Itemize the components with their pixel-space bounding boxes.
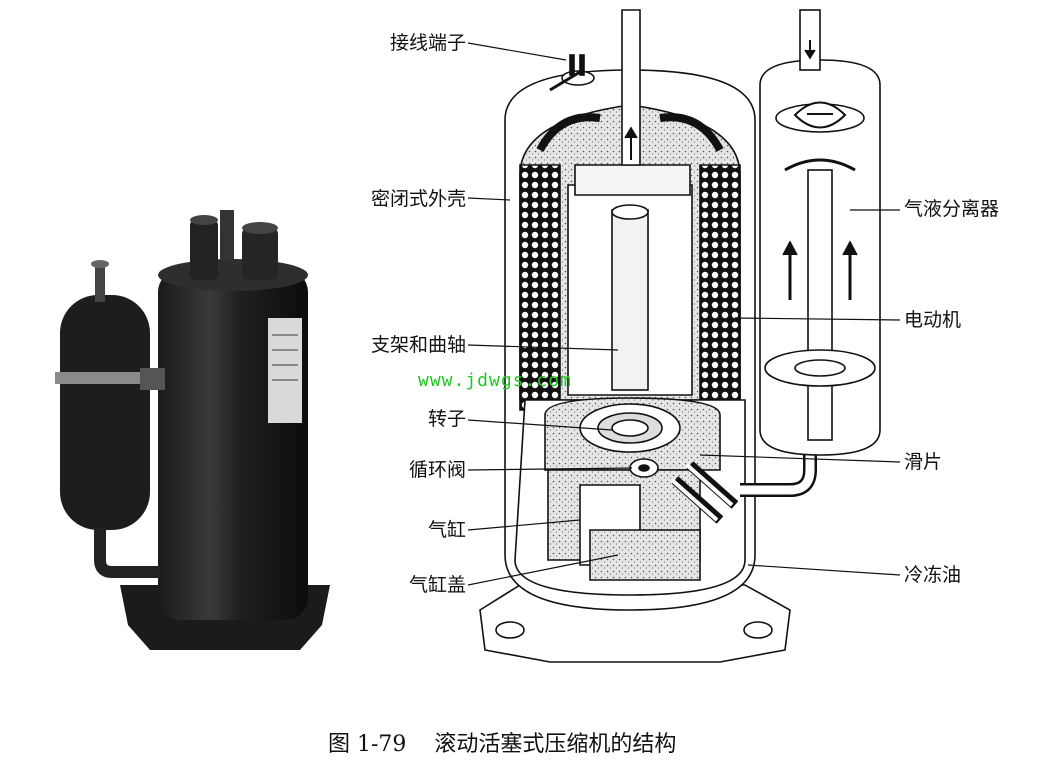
label-gas-liquid-separator: 气液分离器 <box>904 198 999 220</box>
watermark-text: www.jdwgs.com <box>418 370 572 391</box>
label-circulation-valve: 循环阀 <box>360 459 466 481</box>
label-slide-vane: 滑片 <box>904 451 942 473</box>
label-bracket-crankshaft: 支架和曲轴 <box>348 334 466 356</box>
figure-caption: 图 1-79 滚动活塞式压缩机的结构 <box>328 726 676 758</box>
label-hermetic-shell: 密闭式外壳 <box>348 188 466 210</box>
compressor-photo <box>55 210 330 650</box>
cutaway-diagram <box>480 10 880 662</box>
label-rotor: 转子 <box>380 408 466 430</box>
label-refrigerant-oil: 冷冻油 <box>904 564 961 586</box>
label-cylinder: 气缸 <box>380 519 466 541</box>
label-motor: 电动机 <box>904 309 961 331</box>
label-terminal: 接线端子 <box>368 32 466 54</box>
label-cylinder-cover: 气缸盖 <box>360 574 466 596</box>
